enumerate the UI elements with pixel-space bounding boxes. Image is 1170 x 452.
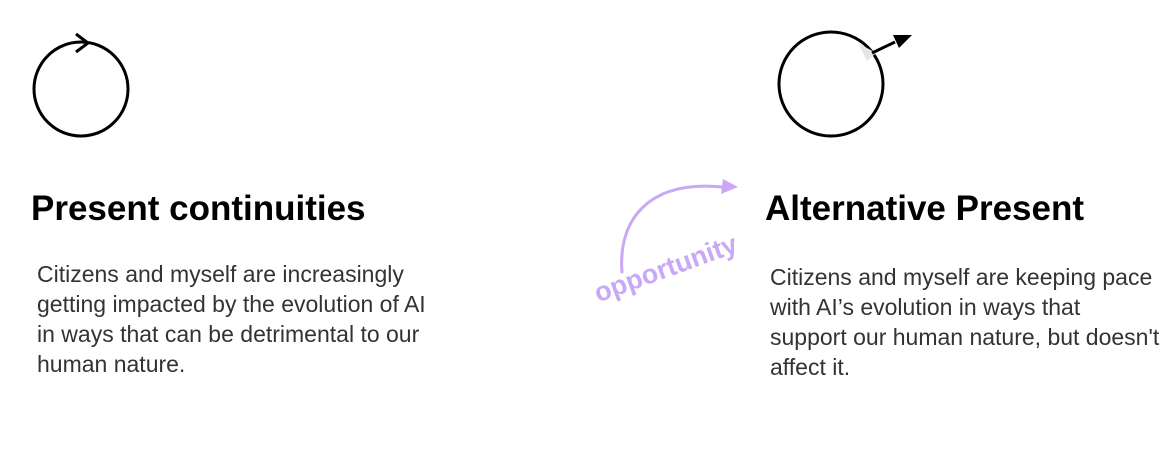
curved-arrow-icon (620, 179, 738, 274)
present-continuities-description: Citizens and myself are increasingly get… (37, 261, 426, 377)
alternative-present-heading: Alternative Present (765, 189, 1085, 228)
circular-loop-icon (32, 32, 130, 138)
present-continuities-heading: Present continuities (31, 189, 366, 228)
alternative-present-description: Citizens and myself are keeping pace wit… (770, 264, 1160, 380)
broken-circle-arrow-icon (777, 30, 912, 138)
